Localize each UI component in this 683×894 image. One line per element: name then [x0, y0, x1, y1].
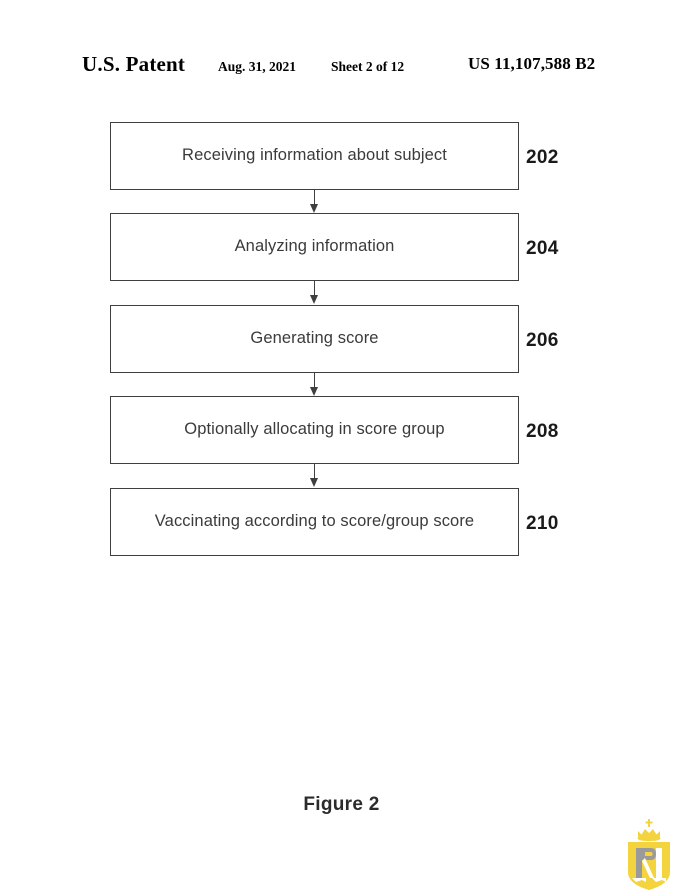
patent-header: U.S. Patent Aug. 31, 2021 Sheet 2 of 12 … — [0, 52, 683, 80]
figure-caption: Figure 2 — [303, 794, 380, 815]
flow-node-206: Generating score — [110, 305, 519, 373]
patent-office-label: U.S. Patent — [82, 52, 186, 76]
connector-arrow-208-210 — [310, 464, 319, 487]
reference-numeral-210: 210 — [526, 513, 559, 534]
arrow-head-icon — [310, 387, 318, 396]
flow-node-208-label: Optionally allocating in score group — [184, 420, 445, 439]
flow-node-210: Vaccinating according to score/group sco… — [110, 488, 519, 556]
flow-node-204-label: Analyzing information — [234, 237, 395, 256]
reference-numeral-202: 202 — [526, 147, 559, 168]
connector-arrow-204-206 — [310, 281, 319, 304]
sheet-number-label: Sheet 2 of 12 — [331, 59, 405, 74]
patent-number-label: US 11,107,588 B2 — [468, 54, 596, 73]
flow-node-206-label: Generating score — [250, 329, 379, 348]
connector-arrow-206-208 — [310, 373, 319, 396]
arrow-head-icon — [310, 478, 318, 487]
connector-stem — [314, 190, 315, 206]
connector-stem — [314, 464, 315, 480]
flow-node-208: Optionally allocating in score group — [110, 396, 519, 464]
arrow-head-icon — [310, 295, 318, 304]
reference-numeral-208: 208 — [526, 421, 559, 442]
heraldic-shield-crown-icon — [618, 818, 680, 892]
connector-stem — [314, 281, 315, 297]
flow-node-202: Receiving information about subject — [110, 122, 519, 190]
flow-node-210-label: Vaccinating according to score/group sco… — [154, 512, 475, 531]
reference-numeral-204: 204 — [526, 238, 559, 259]
arrow-head-icon — [310, 204, 318, 213]
flow-node-204: Analyzing information — [110, 213, 519, 281]
connector-arrow-202-204 — [310, 190, 319, 213]
reference-numeral-206: 206 — [526, 330, 559, 351]
patent-date-label: Aug. 31, 2021 — [218, 59, 297, 74]
flow-node-202-label: Receiving information about subject — [182, 146, 447, 165]
connector-stem — [314, 373, 315, 389]
